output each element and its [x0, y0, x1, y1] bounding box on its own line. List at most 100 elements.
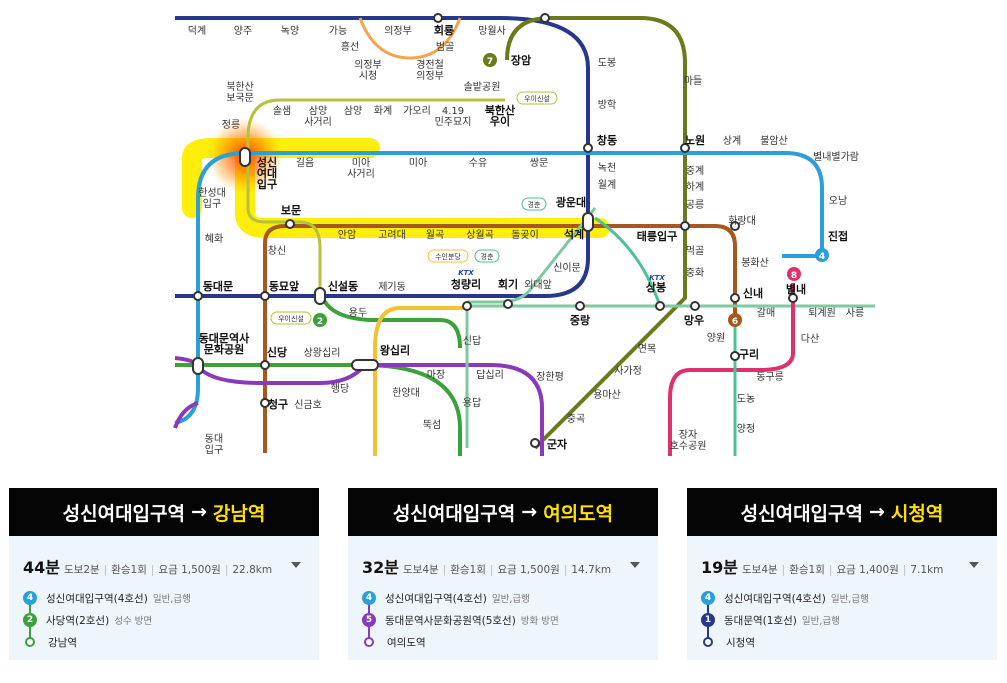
station-label-hagye[interactable]: 하계 — [686, 180, 704, 193]
station-label-changsin[interactable]: 창신 — [268, 245, 286, 257]
station-label-seokgye[interactable]: 석계 — [564, 227, 584, 241]
station-label-oedae[interactable]: 외대앞 — [524, 279, 552, 291]
station-label-mangwolsa[interactable]: 망월사 — [478, 25, 506, 37]
station-label-galmae[interactable]: 갈매 — [757, 306, 775, 319]
station-label-sagajeong[interactable]: 사가정 — [614, 365, 642, 377]
station-label-dobong[interactable]: 도봉 — [598, 57, 616, 69]
station-label-sinimun[interactable]: 신이문 — [553, 262, 581, 274]
station-label-dapsimni[interactable]: 답십리 — [476, 369, 504, 381]
station-label-sareung[interactable]: 사릉 — [846, 307, 864, 319]
station-label-byeollae_byeolgaram[interactable]: 별내별가람 — [813, 150, 859, 163]
station-marker-sungshin[interactable] — [239, 147, 251, 167]
station-label-sanggye[interactable]: 상계 — [723, 135, 741, 147]
station-label-mia[interactable]: 미아 — [409, 157, 427, 169]
station-label-uijeongbu[interactable]: 의정부 — [384, 25, 412, 37]
station-label-sindang[interactable]: 신당 — [267, 345, 287, 359]
station-label-singeumho[interactable]: 신금호 — [294, 399, 322, 411]
chevron-down-icon[interactable] — [630, 562, 640, 568]
station-label-mangu[interactable]: 망우 — [684, 313, 704, 327]
station-label-guri[interactable]: 구리 — [739, 347, 759, 361]
station-label-dunggokdap[interactable]: 용답 — [463, 397, 481, 409]
station-label-anam[interactable]: 안암 — [338, 229, 356, 241]
route-card[interactable]: 성신여대입구역 → 여의도역 32분 도보4분 | 환승1회 | 요금 1,50… — [348, 488, 658, 660]
station-label-solbat[interactable]: 솔밭공원 — [464, 81, 501, 93]
station-label-hanyangdae[interactable]: 한양대 — [392, 387, 420, 399]
chevron-down-icon[interactable] — [291, 562, 301, 568]
station-label-dongguneung[interactable]: 동구릉 — [756, 371, 784, 383]
station-label-jungnang[interactable]: 중랑 — [570, 314, 590, 327]
station-label-ttukseom[interactable]: 뚝섬 — [423, 419, 441, 431]
route-card[interactable]: 성신여대입구역 → 시청역 19분 도보4분 | 환승1회 | 요금 1,400… — [687, 488, 997, 660]
station-label-madeul[interactable]: 마들 — [684, 75, 702, 87]
station-label-buramsan[interactable]: 불암산 — [760, 135, 788, 147]
station-label-samyang[interactable]: 삼양 — [344, 105, 362, 117]
station-label-hwarangdae[interactable]: 화랑대 — [728, 215, 756, 227]
station-label-hoegi[interactable]: 회기 — [498, 277, 518, 291]
station-label-onam[interactable]: 오남 — [829, 195, 847, 207]
station-label-wolgye[interactable]: 월계 — [598, 179, 616, 191]
station-label-sangwolgok[interactable]: 상월곡 — [466, 229, 494, 241]
station-label-sangbong[interactable]: 상봉 — [646, 280, 666, 294]
station-label-ssangmun[interactable]: 쌍문 — [530, 157, 548, 169]
station-label-dongmyo[interactable]: 동묘앞 — [269, 280, 299, 293]
station-label-cheonggu[interactable]: 청구 — [268, 397, 288, 411]
station-label-gaori[interactable]: 가오리 — [403, 105, 431, 117]
station-label-myeonmok[interactable]: 면목 — [638, 343, 656, 355]
station-label-yongmasan[interactable]: 용마산 — [593, 389, 621, 401]
station-label-yangjeong[interactable]: 양정 — [737, 423, 755, 435]
station-label-jangam[interactable]: 장암 — [511, 53, 531, 67]
station-label-solsaem[interactable]: 솔샘 — [273, 105, 291, 117]
station-label-yongdu[interactable]: 용두 — [349, 307, 367, 319]
station-label-nogyang[interactable]: 녹양 — [281, 25, 299, 37]
station-label-yangwon[interactable]: 양원 — [707, 332, 725, 344]
station-label-gireum[interactable]: 길음 — [296, 156, 314, 169]
station-label-beomgol[interactable]: 범골 — [436, 41, 454, 53]
station-label-hoeryong[interactable]: 회룡 — [434, 23, 454, 37]
station-label-sindap[interactable]: 신답 — [463, 335, 481, 347]
station-label-bomun[interactable]: 보문 — [281, 204, 301, 217]
station-label-nokcheon[interactable]: 녹천 — [598, 162, 616, 174]
station-label-junggok[interactable]: 중곡 — [567, 413, 585, 425]
station-label-jegidong[interactable]: 제기동 — [378, 281, 406, 293]
station-label-sinnae[interactable]: 신내 — [743, 286, 763, 300]
station-label-bonghwasan[interactable]: 봉화산 — [741, 257, 769, 269]
station-label-gongneung[interactable]: 공릉 — [686, 199, 704, 211]
station-label-toegyewon[interactable]: 퇴계원 — [808, 307, 836, 319]
chevron-down-icon[interactable] — [969, 562, 979, 568]
station-label-suyu[interactable]: 수유 — [469, 157, 487, 169]
station-label-majang[interactable]: 마장 — [427, 369, 445, 381]
station-label-gunja[interactable]: 군자 — [547, 437, 568, 451]
station-label-ganeung[interactable]: 가능 — [329, 25, 347, 37]
station-label-nowon[interactable]: 노원 — [685, 133, 705, 147]
station-label-hwagye[interactable]: 화계 — [374, 105, 392, 117]
station-label-dono[interactable]: 도농 — [737, 393, 755, 405]
station-label-taereung[interactable]: 태릉입구 — [637, 229, 677, 243]
station-label-wangsimni[interactable]: 왕십리 — [380, 343, 410, 357]
station-label-sinseoldong[interactable]: 신설동 — [328, 279, 358, 293]
route-card[interactable]: 성신여대입구역 → 강남역 44분 도보2분 | 환승1회 | 요금 1,500… — [9, 488, 319, 660]
station-label-junggye[interactable]: 중계 — [686, 165, 704, 177]
station-label-byeollae[interactable]: 별내 — [786, 282, 806, 296]
station-label-janghanpyeong[interactable]: 장한평 — [536, 371, 564, 383]
station-label-deokgye[interactable]: 덕계 — [188, 25, 206, 37]
station-label-dasan[interactable]: 다산 — [801, 333, 819, 345]
station-label-heungseon[interactable]: 흥선 — [341, 40, 359, 53]
station-label-junghwa[interactable]: 중화 — [686, 267, 704, 279]
station-label-cheongnyangni[interactable]: 청량리 — [451, 277, 481, 291]
station-marker-seokgye[interactable] — [582, 212, 594, 232]
station-label-haengdang[interactable]: 행당 — [331, 383, 349, 395]
station-label-dongdaemun[interactable]: 동대문 — [203, 279, 233, 293]
station-label-gwangundae[interactable]: 광운대 — [556, 195, 586, 209]
